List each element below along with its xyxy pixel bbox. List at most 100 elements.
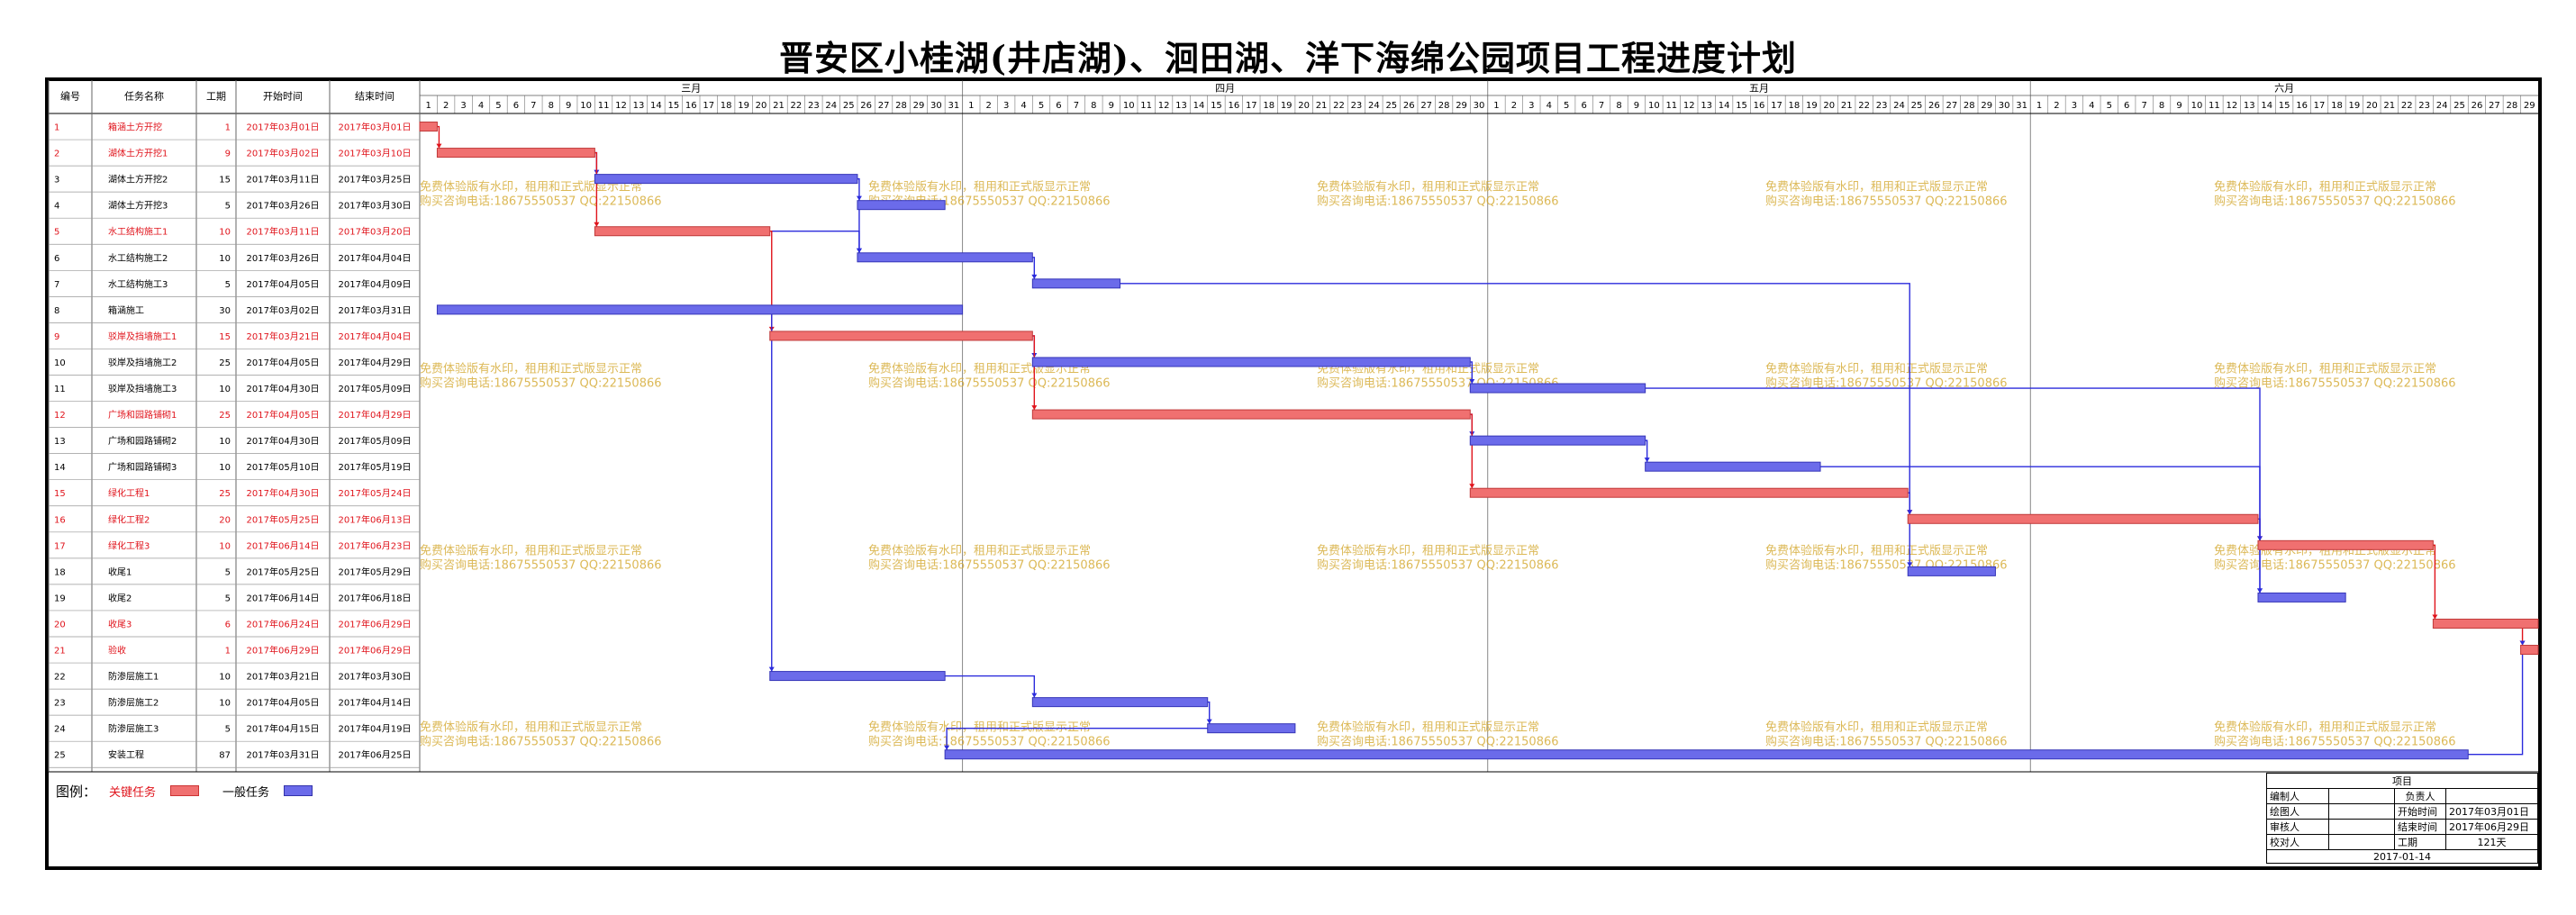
task-name: 箱涵施工 [108, 304, 144, 316]
day-number: 2 [1511, 101, 1517, 111]
watermark-text: 免费体验版有水印，租用和正式版显示正常 [420, 720, 642, 735]
day-number: 15 [667, 101, 679, 111]
month-header: 三月 [681, 83, 701, 95]
watermark-text: 购买咨询电话:18675550537 QQ:22150866 [1765, 195, 2008, 209]
task-id: 19 [54, 593, 66, 603]
task-start: 2017年04月05日 [247, 357, 320, 368]
task-end: 2017年03月31日 [339, 304, 412, 316]
dependency-link [1470, 361, 1473, 385]
task-id: 12 [54, 411, 66, 421]
day-number: 24 [2436, 101, 2448, 111]
watermark-text: 购买咨询电话:18675550537 QQ:22150866 [420, 376, 662, 391]
task-end: 2017年06月29日 [339, 618, 412, 630]
day-number: 12 [615, 101, 627, 111]
watermark-text: 免费体验版有水印，租用和正式版显示正常 [868, 720, 1091, 735]
day-number: 11 [1140, 101, 1152, 111]
task-name: 驳岸及挡墙施工3 [108, 383, 177, 394]
task-duration: 25 [219, 358, 231, 368]
column-header: 任务名称 [124, 90, 164, 103]
task-end: 2017年03月20日 [339, 226, 412, 238]
task-start: 2017年03月21日 [247, 671, 320, 683]
day-number: 24 [825, 101, 837, 111]
day-number: 9 [566, 101, 571, 111]
task-end: 2017年05月09日 [339, 383, 412, 394]
task-id: 16 [54, 515, 66, 525]
info-cell: 开始时间 [2394, 803, 2446, 820]
task-id: 5 [54, 228, 59, 238]
day-number: 27 [1420, 101, 1432, 111]
day-number: 13 [1701, 101, 1712, 111]
day-number: 7 [1599, 101, 1604, 111]
day-number: 18 [2331, 101, 2343, 111]
task-start: 2017年05月25日 [247, 513, 320, 525]
legend: 图例： 关键任务 一般任务 [56, 780, 313, 802]
watermark-text: 免费体验版有水印，租用和正式版显示正常 [1765, 544, 1988, 558]
info-cell: 绘图人 [2266, 803, 2329, 820]
day-number: 8 [549, 101, 554, 111]
task-bar [436, 304, 964, 315]
task-duration: 6 [225, 620, 231, 630]
task-start: 2017年03月02日 [247, 304, 320, 316]
month-header: 四月 [1215, 83, 1235, 95]
task-id: 2 [54, 149, 59, 159]
watermark-text: 免费体验版有水印，租用和正式版显示正常 [420, 362, 642, 376]
task-name: 水工结构施工1 [108, 226, 168, 238]
day-number: 9 [2176, 101, 2181, 111]
day-number: 18 [1263, 101, 1274, 111]
task-duration: 10 [219, 228, 231, 238]
day-number: 16 [1229, 101, 1240, 111]
task-duration: 1 [225, 123, 231, 133]
watermark-text: 购买咨询电话:18675550537 QQ:22150866 [1317, 195, 1559, 209]
dependency-link [945, 675, 1036, 698]
watermark-text: 免费体验版有水印，租用和正式版显示正常 [1317, 544, 1539, 558]
task-id: 11 [54, 385, 66, 394]
day-number: 17 [703, 101, 714, 111]
task-duration: 10 [219, 541, 231, 551]
task-bar [594, 226, 771, 237]
dependency-link [946, 727, 1295, 750]
task-end: 2017年06月29日 [339, 645, 412, 657]
watermark-text: 免费体验版有水印，租用和正式版显示正常 [868, 544, 1091, 558]
task-end: 2017年03月30日 [339, 200, 412, 212]
day-number: 11 [1665, 101, 1677, 111]
dependency-arrow [1031, 274, 1038, 279]
dependency-link [857, 177, 860, 201]
day-number: 28 [1438, 101, 1450, 111]
dependency-arrow [2256, 536, 2263, 541]
task-bar [1031, 278, 1121, 289]
task-end: 2017年06月18日 [339, 592, 412, 603]
dependency-link [858, 204, 946, 253]
task-name: 湖体土方开挖3 [108, 200, 168, 212]
task-name: 防渗层施工3 [108, 723, 159, 735]
day-number: 25 [2454, 101, 2465, 111]
task-end: 2017年04月04日 [339, 331, 412, 342]
day-number: 12 [1158, 101, 1170, 111]
day-number: 5 [1039, 101, 1044, 111]
day-number: 26 [860, 101, 872, 111]
day-number: 30 [1474, 101, 1485, 111]
info-cell: 121天 [2445, 834, 2538, 850]
task-bar [2257, 539, 2434, 550]
day-number: 4 [1020, 101, 1026, 111]
task-end: 2017年03月25日 [339, 174, 412, 186]
task-duration: 10 [219, 437, 231, 447]
watermark-text: 免费体验版有水印，租用和正式版显示正常 [420, 180, 642, 195]
dependency-link [1470, 413, 1473, 489]
day-number: 12 [2226, 101, 2237, 111]
day-number: 31 [948, 101, 959, 111]
task-bar [857, 200, 946, 211]
task-duration: 5 [225, 593, 231, 603]
day-number: 18 [1789, 101, 1800, 111]
day-number: 13 [1175, 101, 1187, 111]
task-duration: 87 [219, 751, 231, 761]
task-bar [1469, 435, 1646, 446]
task-bar [857, 252, 1033, 263]
day-number: 16 [685, 101, 697, 111]
dependency-arrow [2256, 588, 2263, 593]
day-number: 19 [2349, 101, 2361, 111]
day-number: 5 [1564, 101, 1569, 111]
day-number: 31 [2016, 101, 2027, 111]
day-number: 17 [1771, 101, 1782, 111]
task-duration: 10 [219, 254, 231, 264]
